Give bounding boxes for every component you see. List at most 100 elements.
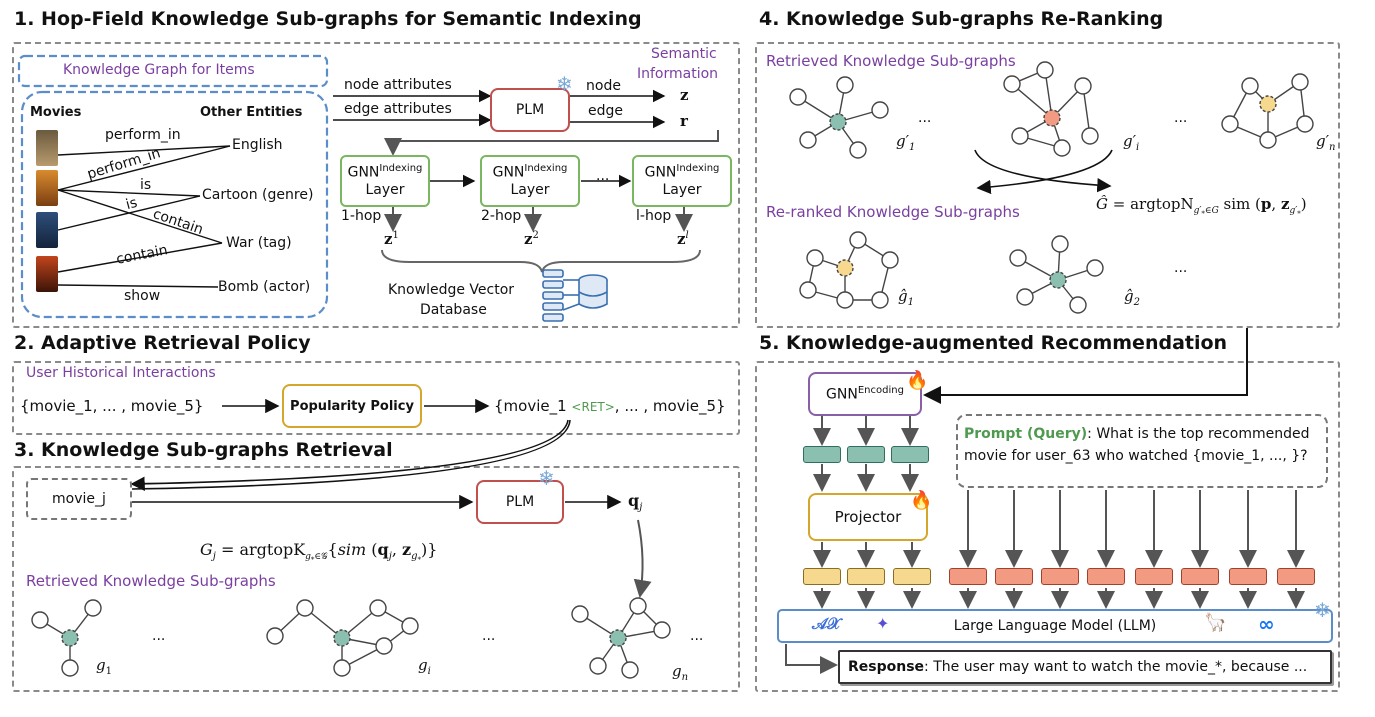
section-3-title: 3. Knowledge Sub-graphs Retrieval xyxy=(14,439,393,461)
semantic-info-label: Semantic xyxy=(651,46,717,62)
ret-token: <RET> xyxy=(571,400,615,414)
r-symbol: r xyxy=(680,112,688,130)
gnn-indexing-layer-2: GNNIndexing Layer xyxy=(480,155,580,207)
gnn-indexing-layer-1: GNNIndexing Layer xyxy=(340,155,430,207)
movie-poster-4 xyxy=(36,256,58,292)
qj-symbol: qj xyxy=(628,491,643,514)
zl-symbol: zl xyxy=(677,230,689,248)
movie-poster-3 xyxy=(36,212,58,248)
prompt-token xyxy=(1229,568,1267,585)
movie-j-box: movie_j xyxy=(26,478,132,520)
section-5-title: 5. Knowledge-augmented Recommendation xyxy=(759,332,1228,354)
prompt-label: Prompt (Query) xyxy=(964,426,1088,442)
ellipsis: ... xyxy=(152,628,166,644)
edge-attributes-label: edge attributes xyxy=(344,101,452,117)
panel-reranking xyxy=(755,42,1340,328)
mistral-logo-icon: 𝒜𝒳 xyxy=(812,614,841,633)
retrieved-subgraphs-label-s3: Retrieved Knowledge Sub-graphs xyxy=(26,572,276,590)
z2-symbol: z2 xyxy=(524,230,539,248)
section-4-title: 4. Knowledge Sub-graphs Re-Ranking xyxy=(759,8,1164,30)
edge-output-label: edge xyxy=(588,103,623,119)
node-output-label: node xyxy=(586,78,621,94)
graph-token xyxy=(847,446,885,463)
graph-token xyxy=(803,446,841,463)
section-1-title: 1. Hop-Field Knowledge Sub-graphs for Se… xyxy=(14,8,642,30)
fire-icon: 🔥 xyxy=(910,490,933,511)
projector-box: Projector xyxy=(808,493,928,541)
z-symbol: z xyxy=(680,86,689,104)
movies-heading: Movies xyxy=(30,105,82,120)
knowledge-vector-db-label-2: Database xyxy=(420,302,487,318)
plm-box-retrieval: PLM xyxy=(476,480,564,524)
layer-ellipsis: ... xyxy=(596,168,610,184)
section-2-title: 2. Adaptive Retrieval Policy xyxy=(14,332,311,354)
prompt-token xyxy=(1087,568,1125,585)
semantic-info-label-2: Information xyxy=(637,66,719,82)
qwen-logo-icon: ✦ xyxy=(876,614,890,633)
ellipsis: ... xyxy=(1174,110,1188,126)
panel-retrieval-policy xyxy=(12,361,740,435)
g-n-label: gn xyxy=(672,662,689,683)
node-attributes-label: node attributes xyxy=(344,77,452,93)
other-entities-heading: Other Entities xyxy=(200,105,303,120)
projected-token xyxy=(847,568,885,585)
ellipsis: ... xyxy=(918,110,932,126)
fire-icon: 🔥 xyxy=(906,370,929,391)
ellipsis: ... xyxy=(690,628,704,644)
llm-box: Large Language Model (LLM) xyxy=(777,609,1333,643)
retrieved-subgraphs-label: Retrieved Knowledge Sub-graphs xyxy=(766,52,1016,70)
projected-token xyxy=(893,568,931,585)
plm-box: PLM xyxy=(490,88,570,132)
database-icon xyxy=(542,269,608,322)
popularity-policy-box: Popularity Policy xyxy=(282,384,422,428)
user-history-label: User Historical Interactions xyxy=(26,365,216,381)
entity-cartoon: Cartoon (genre) xyxy=(202,187,314,203)
hop-label-l: l-hop xyxy=(636,208,672,224)
movie-poster-2 xyxy=(36,170,58,206)
panel-recommendation xyxy=(755,361,1340,692)
entity-english: English xyxy=(232,137,283,153)
hop-label-1: 1-hop xyxy=(341,208,382,224)
reranked-subgraphs-label: Re-ranked Knowledge Sub-graphs xyxy=(766,203,1020,221)
projected-token xyxy=(803,568,841,585)
hop-label-2: 2-hop xyxy=(481,208,522,224)
g-hat-1-label: ĝ1 xyxy=(898,287,914,308)
ellipsis: ... xyxy=(1174,260,1188,276)
g-1-label: g1 xyxy=(96,656,112,677)
response-text: : The user may want to watch the movie_*… xyxy=(924,659,1308,675)
z1-symbol: z1 xyxy=(384,230,399,248)
prompt-token xyxy=(995,568,1033,585)
ellipsis: ... xyxy=(482,628,496,644)
g-prime-n-label: g′n xyxy=(1316,132,1336,153)
g-prime-1-label: g′1 xyxy=(896,132,916,153)
graph-token xyxy=(891,446,929,463)
gnn-indexing-layer-l: GNNIndexing Layer xyxy=(632,155,732,207)
prompt-box: Prompt (Query): What is the top recommen… xyxy=(956,414,1328,488)
relation-label: is xyxy=(140,177,152,193)
retrieval-formula: Gj = argtopKg*∈𝒢{sim (qj, zg*)} xyxy=(200,540,438,565)
meta-logo-icon: ∞ xyxy=(1258,612,1275,636)
prompt-text: : What is the top recommended movie for … xyxy=(964,426,1310,464)
g-i-label: gi xyxy=(418,656,431,677)
snowflake-icon: ❄ xyxy=(556,72,573,96)
panel-semantic-indexing xyxy=(12,42,740,328)
entity-war: War (tag) xyxy=(226,235,292,251)
prompt-token xyxy=(949,568,987,585)
snowflake-icon: ❄ xyxy=(1314,598,1331,622)
relation-label: perform_in xyxy=(105,127,181,143)
gnn-encoding-box: GNNEncoding xyxy=(808,372,922,416)
prompt-token xyxy=(1277,568,1315,585)
prompt-token xyxy=(1041,568,1079,585)
output-sequence: {movie_1 <RET>, ... , movie_5} xyxy=(494,397,726,415)
llama-logo-icon: 🦙 xyxy=(1204,612,1227,633)
response-box: Response: The user may want to watch the… xyxy=(838,650,1332,684)
response-label: Response xyxy=(848,659,925,675)
relation-label: show xyxy=(124,288,161,304)
kg-title: Knowledge Graph for Items xyxy=(63,62,255,78)
input-sequence: {movie_1, ... , movie_5} xyxy=(20,397,204,415)
g-prime-i-label: g′i xyxy=(1123,132,1140,153)
panel-subgraph-retrieval xyxy=(12,466,740,692)
prompt-token xyxy=(1135,568,1173,585)
rerank-formula: Ĝ = argtopNg′*∈G sim (p, zg′*) xyxy=(1096,195,1307,218)
